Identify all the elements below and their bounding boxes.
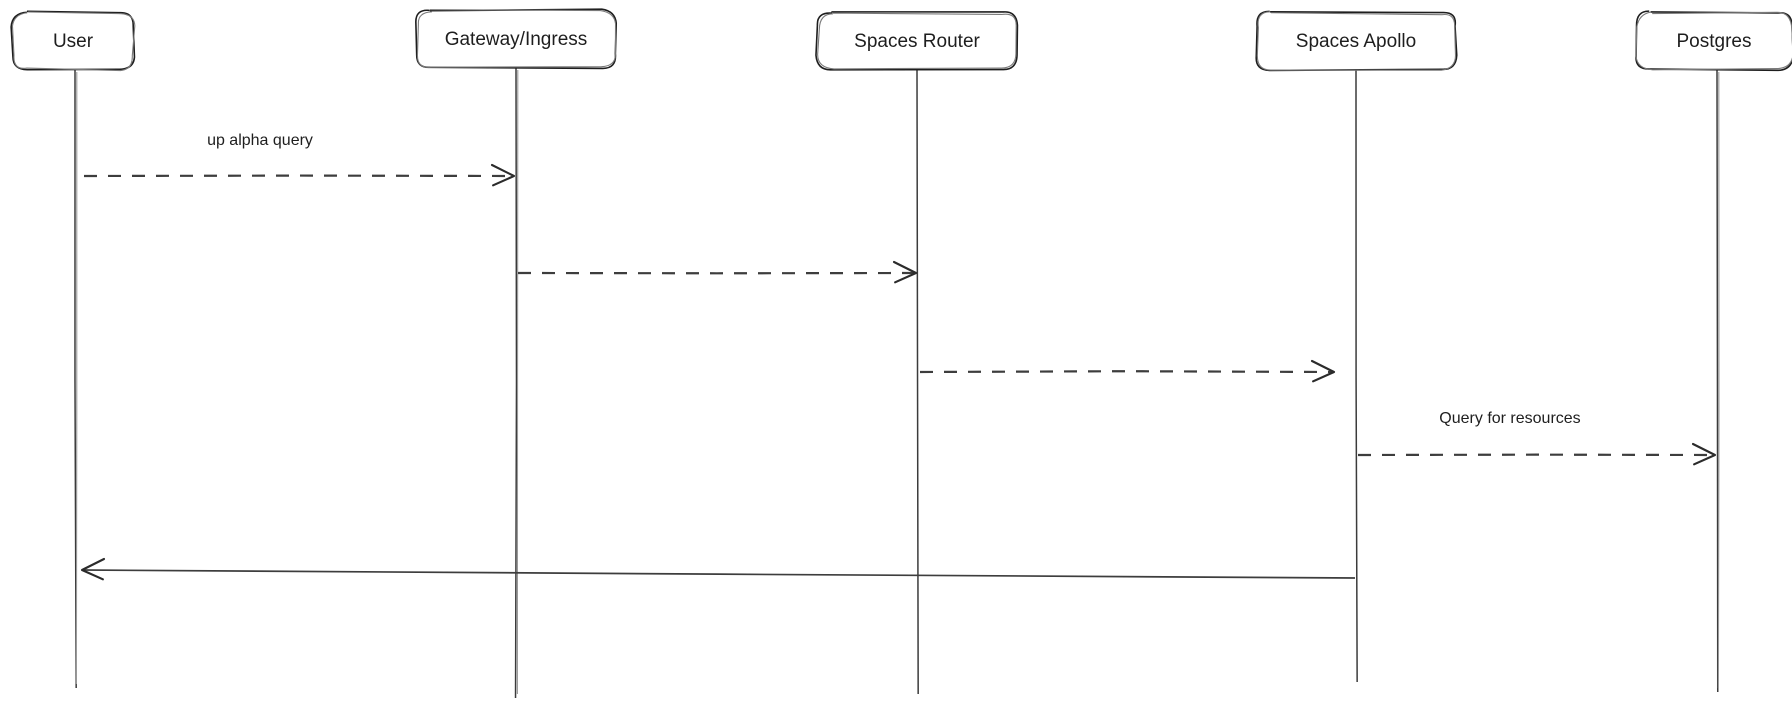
participant-box-sketch-overlay <box>817 12 1017 70</box>
message-hit-area[interactable] <box>920 356 1334 388</box>
message-msg-1[interactable]: up alpha query <box>83 132 516 192</box>
participant-box <box>815 11 1019 71</box>
message-label: up alpha query <box>207 132 313 149</box>
message-line <box>919 370 1335 374</box>
participant-hit-area[interactable] <box>12 12 134 70</box>
participant-hit-area[interactable] <box>817 12 1017 70</box>
message-msg-2[interactable] <box>517 257 918 289</box>
participant-postgres[interactable]: Postgres <box>1635 10 1792 72</box>
participant-box-sketch-overlay <box>11 11 136 72</box>
participants-layer: User Gateway/Ingress Spaces Router Spaces A… <box>10 8 1792 72</box>
participant-hit-area[interactable] <box>1256 12 1456 70</box>
participant-box-sketch-overlay <box>416 9 617 68</box>
message-arrowhead <box>1691 442 1717 466</box>
lifelines-layer <box>74 67 1720 699</box>
participant-spaces-router[interactable]: Spaces Router <box>815 11 1019 71</box>
message-line <box>81 569 1356 579</box>
message-label: Query for resources <box>1439 410 1580 427</box>
participant-user[interactable]: User <box>10 10 136 72</box>
lifeline-stroke-secondary <box>1717 71 1720 689</box>
participant-hit-area[interactable] <box>1636 12 1792 70</box>
lifeline-stroke <box>74 69 77 689</box>
lifeline-spaces-apollo <box>1355 69 1358 683</box>
message-msg-5[interactable] <box>80 554 1356 586</box>
message-hit-area[interactable] <box>1358 439 1715 471</box>
participant-box-sketch-overlay <box>1256 11 1457 71</box>
message-hit-area[interactable] <box>84 160 514 192</box>
participant-label: Spaces Apollo <box>1296 31 1416 52</box>
lifeline-user <box>74 69 78 689</box>
lifeline-stroke <box>1355 69 1358 683</box>
message-arrowhead <box>80 557 106 581</box>
participant-label: User <box>53 31 94 52</box>
participant-box <box>1635 10 1792 72</box>
participant-label: Gateway/Ingress <box>445 29 588 50</box>
participant-hit-area[interactable] <box>416 10 616 68</box>
message-hit-area[interactable] <box>518 257 916 289</box>
lifeline-stroke <box>514 67 518 699</box>
participant-spaces-apollo[interactable]: Spaces Apollo <box>1255 10 1458 72</box>
participant-gateway-ingress[interactable]: Gateway/Ingress <box>415 8 618 70</box>
message-msg-4[interactable]: Query for resources <box>1357 410 1717 471</box>
message-hit-area[interactable] <box>82 554 1355 586</box>
lifeline-stroke <box>1716 69 1719 693</box>
lifeline-spaces-router <box>916 69 919 695</box>
lifeline-stroke <box>916 69 919 695</box>
message-arrowhead <box>490 163 516 187</box>
message-arrowhead <box>892 260 918 284</box>
participant-box <box>1255 10 1458 72</box>
participant-box-sketch-overlay <box>1635 11 1792 71</box>
message-msg-3[interactable] <box>919 356 1336 388</box>
message-arrowhead <box>1310 359 1336 383</box>
lifeline-postgres <box>1716 69 1720 693</box>
participant-box <box>415 8 618 70</box>
participant-label: Spaces Router <box>854 31 980 52</box>
lifeline-gateway-ingress <box>514 67 519 699</box>
participant-label: Postgres <box>1677 31 1752 52</box>
